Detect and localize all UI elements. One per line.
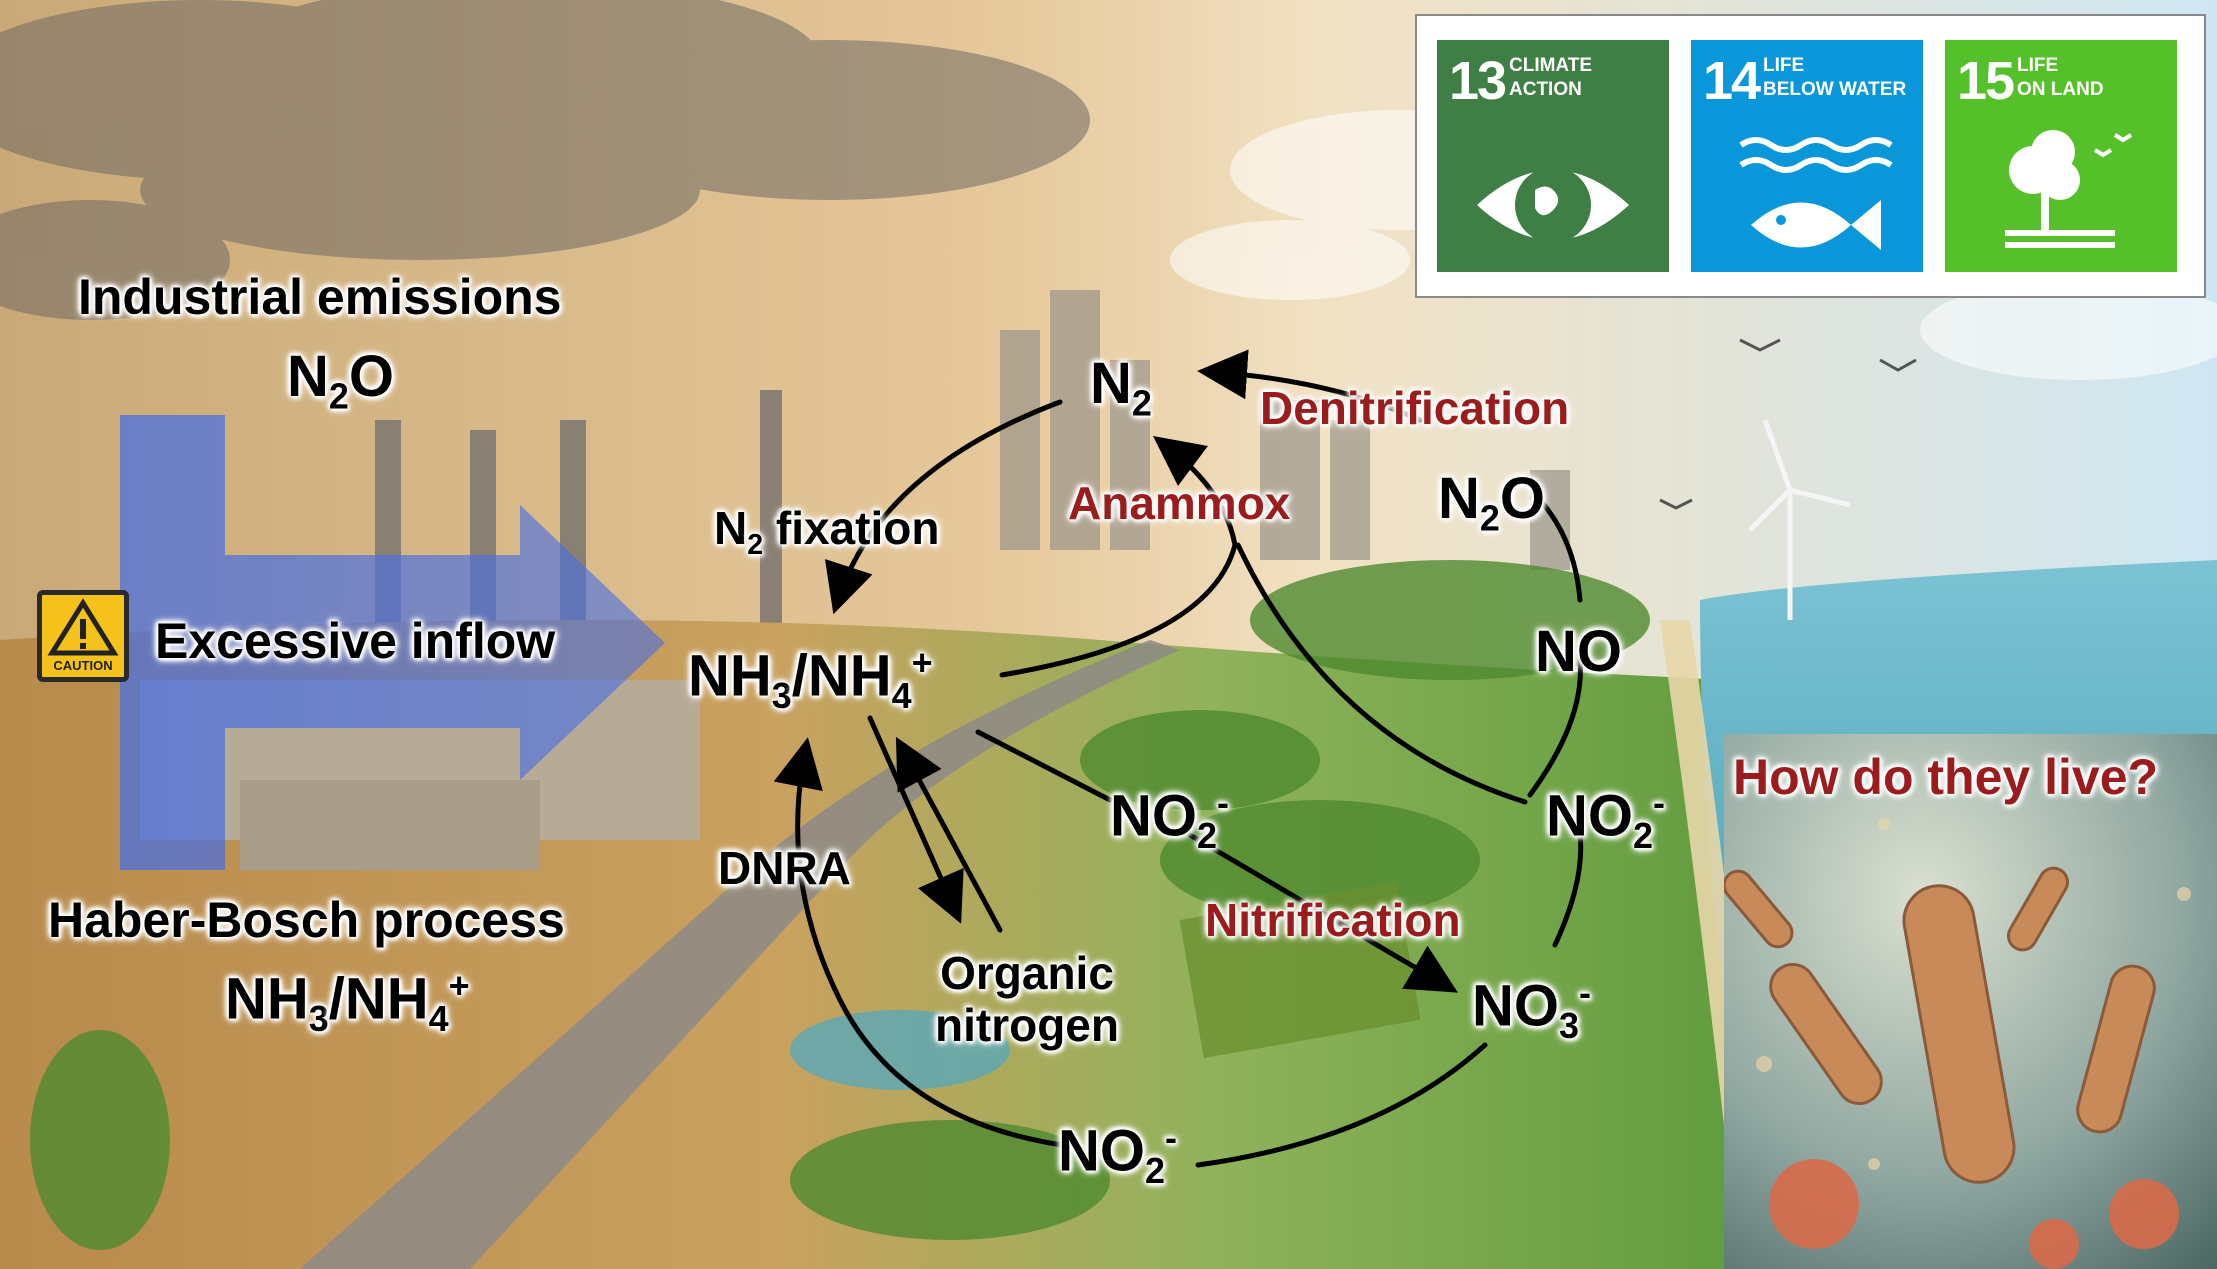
haber-bosch-label: Haber-Bosch process (48, 892, 565, 948)
arrow-no-to-n2o (1537, 497, 1583, 603)
arrow-n2-fixation (824, 399, 1063, 615)
excessive-inflow-label: Excessive inflow (155, 613, 556, 669)
no3-node: NO3- (1472, 972, 1591, 1046)
dnra-label: DNRA (718, 842, 851, 894)
caution-sign-icon: CAUTION (37, 590, 129, 682)
organic-nitrogen-line2: nitrogen (935, 999, 1119, 1051)
no-node: NO (1535, 619, 1622, 684)
microbes-illustration (1724, 734, 2217, 1269)
haber-bosch-nh3-nh4-label: NH3/NH4+ (225, 965, 470, 1039)
arrow-no2-to-no (1527, 657, 1583, 798)
sdg-title: LIFE ON LAND (2017, 55, 2104, 100)
sdg-title: CLIMATE ACTION (1509, 55, 1593, 100)
arrow-nh4-to-organic (867, 715, 964, 924)
fish-waves-icon (1739, 137, 1893, 250)
arrow-anammox-no2 (1235, 542, 1528, 805)
sdg-14-tile: 14 LIFE BELOW WATER (1691, 40, 1923, 272)
tree-birds-icon (2005, 130, 2133, 248)
arrow-no3-to-no2-bottom (1195, 1042, 1488, 1168)
how-do-they-live-label: How do they live? (1733, 749, 2159, 805)
nitrification-label: Nitrification (1205, 894, 1461, 946)
arrow-nh4-to-no2 (975, 729, 1113, 803)
arrow-no3-to-no2 (1552, 832, 1584, 948)
sdg-title: LIFE BELOW WATER (1763, 55, 1907, 100)
industrial-emissions-label: Industrial emissions (78, 269, 562, 325)
arrow-anammox-to-n2 (1153, 435, 1238, 548)
anammox-label: Anammox (1068, 477, 1291, 529)
sdg-number: 14 (1703, 51, 1761, 111)
caution-label: CAUTION (53, 658, 113, 673)
no2-bottom-node: NO2- (1058, 1117, 1177, 1191)
n2o-node: N2O (1438, 466, 1546, 539)
sdg-number: 13 (1449, 51, 1507, 111)
arrow-no2-bottom-to-nh4 (773, 737, 1065, 1148)
arrow-denitrification-to-n2 (1197, 349, 1423, 423)
n2-node: N2 (1090, 351, 1152, 424)
no2-right-node: NO2- (1546, 782, 1665, 856)
sdg-goals-panel: 13 CLIMATE ACTION 14 LIFE BELOW WATER 15… (1415, 14, 2206, 298)
industrial-n2o-label: N2O (287, 344, 395, 417)
arrow-organic-to-nh4 (895, 736, 1003, 933)
organic-nitrogen-line1: Organic (940, 947, 1114, 999)
eye-globe-icon (1477, 167, 1629, 243)
microbe-panel (1724, 734, 2217, 1269)
arrow-anammox-nh4 (999, 542, 1238, 678)
organic-nitrogen-node: Organic nitrogen (935, 950, 1119, 1048)
sdg-number: 15 (1957, 51, 2015, 111)
denitrification-label: Denitrification (1260, 382, 1570, 434)
n2-fixation-label: N2 fixation (714, 502, 940, 562)
no2-center-node: NO2- (1110, 782, 1229, 856)
arrow-no2-to-no3 (1187, 832, 1458, 993)
sdg-13-tile: 13 CLIMATE ACTION (1437, 40, 1669, 272)
sdg-15-tile: 15 LIFE ON LAND (1945, 40, 2177, 272)
nh3-nh4-node: NH3/NH4+ (688, 642, 933, 716)
